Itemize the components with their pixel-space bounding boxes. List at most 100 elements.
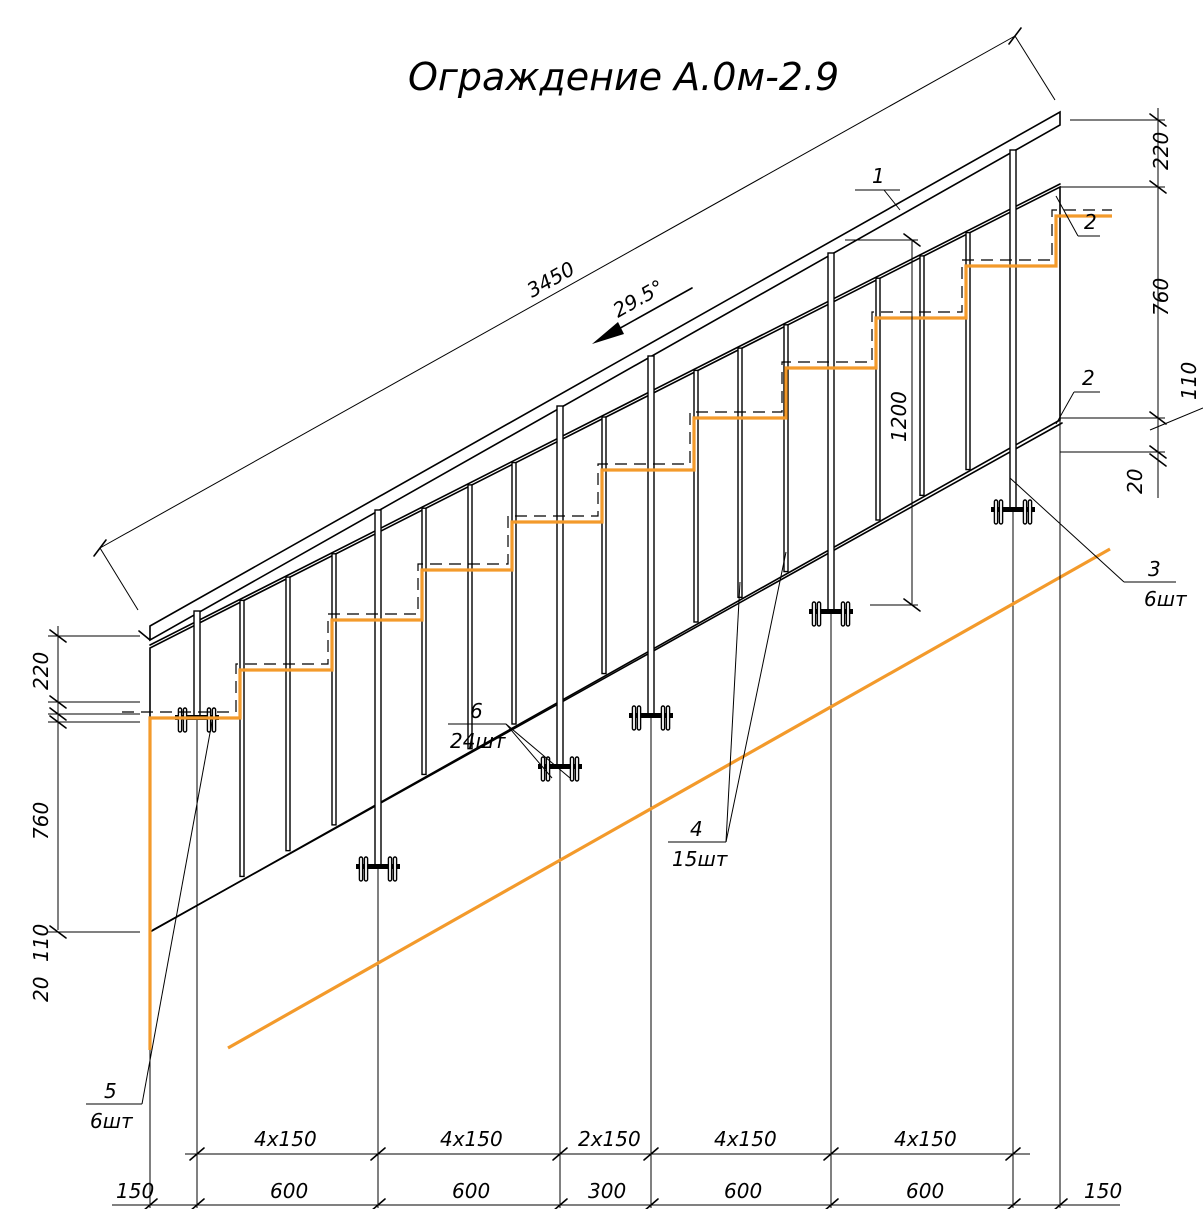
balusters <box>239 231 971 878</box>
bottom-upper-1: 4x150 <box>254 1127 317 1151</box>
stringer-line <box>227 547 1111 1050</box>
bottom-lower-4: 300 <box>588 1179 626 1203</box>
callout-5: 5 6шт <box>86 721 213 1133</box>
anchor-bolt <box>206 707 212 733</box>
baluster-7 <box>601 416 607 675</box>
right-dim-110: 110 <box>1177 362 1201 400</box>
baluster-11 <box>875 277 881 521</box>
anchor-bolt <box>998 499 1004 525</box>
left-dim-110: 110 <box>29 924 53 962</box>
svg-text:3: 3 <box>1148 557 1161 581</box>
post-3 <box>556 405 564 768</box>
anchor-bolt <box>1027 499 1033 525</box>
bottom-upper-4: 4x150 <box>714 1127 777 1151</box>
anchor-bolt <box>211 707 217 733</box>
anchor-bolt <box>845 601 851 627</box>
post-1 <box>193 610 201 719</box>
bottom-lower-1: 150 <box>116 1179 154 1203</box>
bottom-lower-2: 600 <box>270 1179 308 1203</box>
base-plate-6 <box>991 507 1035 512</box>
svg-text:1: 1 <box>872 164 885 188</box>
base-plate-5 <box>809 609 853 614</box>
post-4 <box>647 355 655 717</box>
post-height-label: 1200 <box>887 391 911 442</box>
bottom-upper-5: 4x150 <box>894 1127 957 1151</box>
anchor-bolt <box>631 705 637 731</box>
post-5 <box>827 252 835 613</box>
callout-4: 4 15шт <box>668 551 787 871</box>
drawing-title: Ограждение А.0м-2.9 <box>408 55 839 99</box>
post-2 <box>374 509 382 868</box>
anchor-bolt <box>993 499 999 525</box>
stair-dashed-outline <box>122 209 1112 713</box>
left-dim-760: 760 <box>29 802 53 840</box>
anchor-bolt <box>363 856 369 882</box>
left-vertical-dimensions: 220 760 110 20 <box>29 626 140 1002</box>
anchor-bolt <box>811 601 817 627</box>
guard-panel <box>149 183 1063 934</box>
right-vertical-dimensions: 220 760 110 20 <box>1060 108 1203 498</box>
anchor-bolt <box>177 707 183 733</box>
right-dim-220: 220 <box>1149 132 1173 170</box>
baluster-9 <box>737 347 743 599</box>
anchor-bolt <box>1022 499 1028 525</box>
anchor-bolt <box>665 705 671 731</box>
anchor-bolt <box>660 705 666 731</box>
callout-2-top: 2 <box>1055 195 1100 237</box>
right-dim-760: 760 <box>1149 278 1173 316</box>
svg-text:6шт: 6шт <box>1144 587 1188 611</box>
svg-text:6шт: 6шт <box>90 1109 134 1133</box>
baluster-6 <box>511 461 517 725</box>
stair-profile <box>148 214 1112 1050</box>
baluster-2 <box>285 576 291 852</box>
anchor-bolt <box>840 601 846 627</box>
handrail <box>138 110 1061 642</box>
bottom-lower-5: 600 <box>724 1179 762 1203</box>
anchor-bolt <box>392 856 398 882</box>
base-plate-3 <box>538 764 582 769</box>
svg-text:24шт: 24шт <box>450 729 507 753</box>
left-dim-20: 20 <box>29 977 53 1002</box>
baluster-13 <box>965 231 971 471</box>
slope-arrow: 29.5° <box>592 275 693 344</box>
svg-text:6: 6 <box>470 699 483 723</box>
anchor-bolt <box>569 756 575 782</box>
callout-6: 6 24шт <box>448 699 571 779</box>
callout-1: 1 <box>855 164 901 211</box>
baluster-5 <box>467 484 473 750</box>
baluster-8 <box>693 369 699 623</box>
anchor-bolt <box>816 601 822 627</box>
svg-text:2: 2 <box>1084 210 1097 234</box>
callout-2-bottom: 2 <box>1055 366 1100 425</box>
bottom-upper-2: 4x150 <box>440 1127 503 1151</box>
callout-3: 3 6шт <box>1009 477 1188 611</box>
baluster-10 <box>783 324 789 573</box>
baluster-3 <box>331 553 337 826</box>
bottom-lower-3: 600 <box>452 1179 490 1203</box>
anchor-bolt <box>387 856 393 882</box>
posts <box>175 149 1035 1208</box>
slope-angle-label: 29.5° <box>609 275 668 323</box>
post-height-dimension: 1200 <box>845 233 921 612</box>
post-6 <box>1009 149 1017 511</box>
bottom-lower-6: 600 <box>906 1179 944 1203</box>
anchor-bolt <box>574 756 580 782</box>
svg-text:5: 5 <box>104 1079 117 1103</box>
base-plate-4 <box>629 713 673 718</box>
svg-text:15шт: 15шт <box>672 847 729 871</box>
bottom-dimensions: 4x150 4x150 2x150 4x150 4x150 150 600 60… <box>112 420 1122 1209</box>
anchor-bolt <box>636 705 642 731</box>
svg-text:2: 2 <box>1082 366 1095 390</box>
bottom-lower-7: 150 <box>1084 1179 1122 1203</box>
svg-text:4: 4 <box>690 817 703 841</box>
baluster-12 <box>919 255 925 497</box>
bottom-upper-3: 2x150 <box>578 1127 641 1151</box>
anchor-bolt <box>182 707 188 733</box>
baluster-1 <box>239 599 245 878</box>
base-plate-2 <box>356 864 400 869</box>
anchor-bolt <box>358 856 364 882</box>
right-dim-20: 20 <box>1123 469 1147 494</box>
left-dim-220: 220 <box>29 652 53 690</box>
baluster-4 <box>421 507 427 776</box>
